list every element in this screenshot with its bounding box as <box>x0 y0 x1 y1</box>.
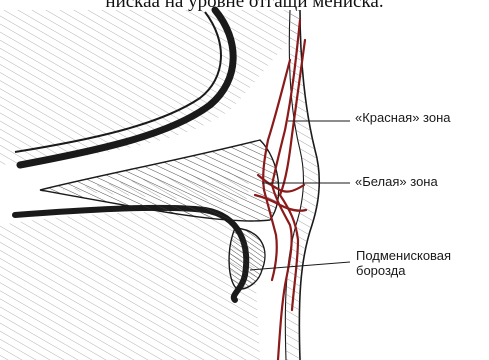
submeniscal-groove-label: Подменисковая борозда <box>356 248 451 278</box>
red-zone-label: «Красная» зона <box>355 110 451 125</box>
submeniscal-groove-shape <box>229 228 265 289</box>
white-zone-label: «Белая» зона <box>355 174 438 189</box>
tibia-tissue <box>0 212 260 360</box>
submeniscal-groove-label-line1: Подменисковая <box>356 248 451 263</box>
submeniscal-groove-label-line2: борозда <box>356 263 451 278</box>
